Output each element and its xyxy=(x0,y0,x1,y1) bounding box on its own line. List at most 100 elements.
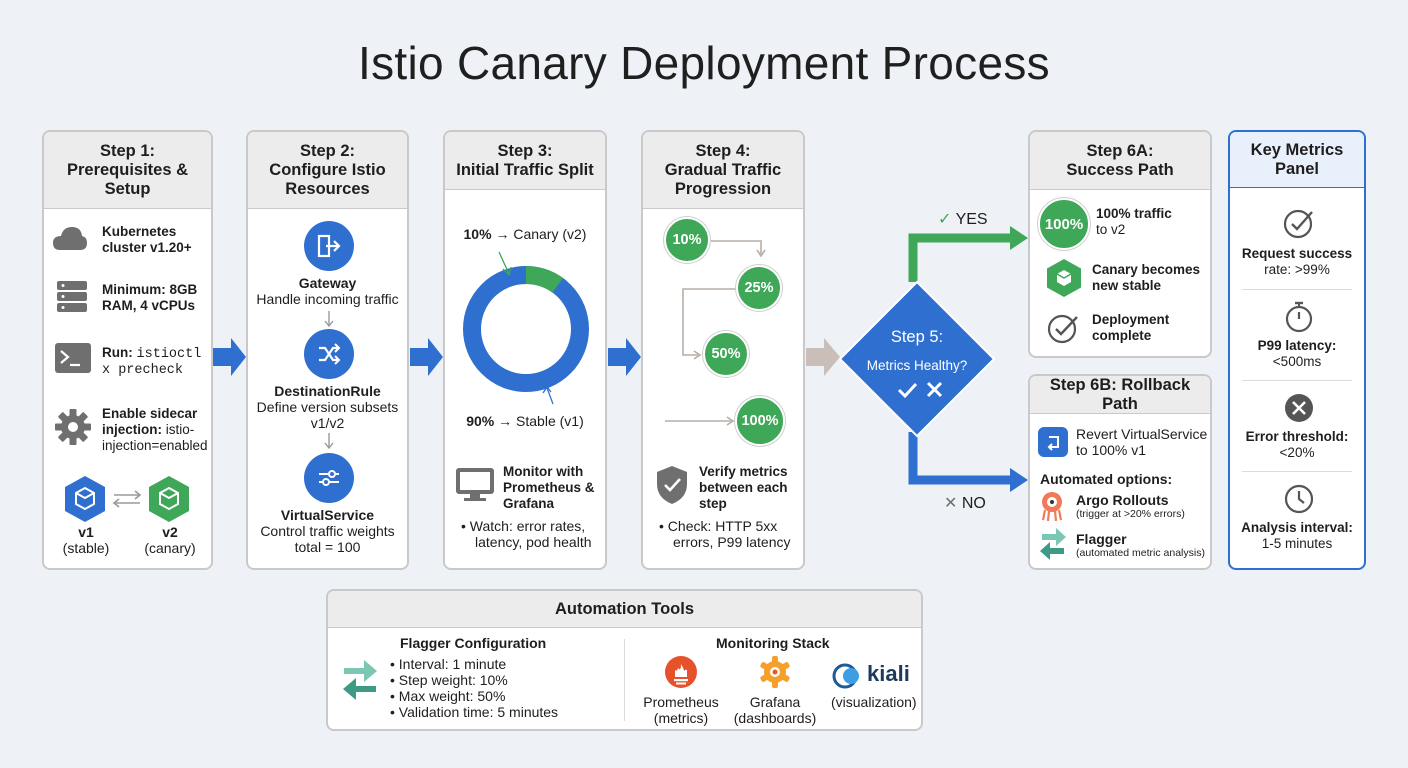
text-line: Kubernetes xyxy=(102,224,177,239)
text-line: complete xyxy=(1092,328,1152,343)
yes-label: ✓ YES xyxy=(938,209,988,229)
monitor-text: Monitor with Prometheus & Grafana xyxy=(503,464,595,512)
arrow-step2-step3 xyxy=(410,338,443,376)
stage-50-badge: 50% xyxy=(703,331,749,377)
swap-arrows-icon xyxy=(112,490,142,508)
text-line: • Check: HTTP 5xx xyxy=(659,518,778,534)
sliders-icon xyxy=(304,453,354,503)
code-text: istio- xyxy=(165,422,195,437)
step3-header: Step 3: Initial Traffic Split xyxy=(445,132,605,190)
x-icon xyxy=(926,381,943,398)
success-item: Deployment complete xyxy=(1092,312,1169,344)
prometheus-label: Prometheus (metrics) xyxy=(636,694,726,726)
step6a-header: Step 6A: Success Path xyxy=(1030,132,1210,190)
destrule-name: DestinationRule xyxy=(274,383,381,399)
step1-header-line: Prerequisites & xyxy=(66,160,189,179)
text-line: to v2 xyxy=(1096,222,1126,237)
step6a-card: Step 6A: Success Path 100% 100% traffic … xyxy=(1028,130,1212,358)
metric-latency: P99 latency: <500ms xyxy=(1230,338,1364,370)
stable-pointer xyxy=(546,387,554,405)
step5-question: Metrics Healthy? xyxy=(866,358,968,373)
gateway-name: Gateway xyxy=(298,275,357,291)
terminal-icon xyxy=(55,343,91,373)
options-title: Automated options: xyxy=(1040,471,1173,487)
text-line: (dashboards) xyxy=(733,710,817,726)
argo-octopus-icon xyxy=(1041,492,1063,522)
text-line: new stable xyxy=(1092,278,1162,293)
gear-icon xyxy=(55,409,91,445)
text-line: • Watch: error rates, xyxy=(461,518,586,534)
stopwatch-icon xyxy=(1285,301,1313,333)
metrics-panel: Key Metrics Panel Request success rate: … xyxy=(1228,130,1366,570)
stable-hex-icon xyxy=(1047,259,1081,297)
code-text: x precheck xyxy=(102,363,184,378)
destinationrule-block: DestinationRule Define version subsets v… xyxy=(248,383,407,431)
success-item: 100% traffic to v2 xyxy=(1096,206,1172,238)
text-line: P99 latency: xyxy=(1257,338,1337,353)
monitoring-stack-title: Monitoring Stack xyxy=(716,635,830,651)
step1-card: Step 1: Prerequisites & Setup Kubernetes… xyxy=(42,130,213,570)
step6b-card: Step 6B: Rollback Path Revert VirtualSer… xyxy=(1028,374,1212,570)
no-text: NO xyxy=(961,495,986,512)
v1-label: v1 (stable) xyxy=(52,524,120,556)
canary-pct: 10% xyxy=(463,226,492,242)
text-line: Prometheus & xyxy=(503,480,595,495)
text-line: Deployment xyxy=(1092,312,1170,327)
shuffle-icon xyxy=(304,329,354,379)
step2-header: Step 2: Configure Istio Resources xyxy=(248,132,407,209)
stable-split-label: 90% → Stable (v1) xyxy=(445,413,605,429)
flagger-name: Flagger xyxy=(1076,531,1127,547)
step1-item-resources: Minimum: 8GB RAM, 4 vCPUs xyxy=(102,282,197,314)
check-text: • Check: HTTP 5xx errors, P99 latency xyxy=(659,518,791,550)
step1-item-cluster: Kubernetes cluster v1.20+ xyxy=(102,224,192,256)
canary-text: → Canary (v2) xyxy=(495,226,587,242)
arrow-step3-step4 xyxy=(608,338,641,376)
yes-path-arrow xyxy=(908,233,1012,282)
text-line: to 100% v1 xyxy=(1076,442,1147,458)
vertical-divider xyxy=(624,639,625,721)
divider xyxy=(1242,380,1352,381)
stage-25-badge: 25% xyxy=(736,265,782,311)
version-hexes xyxy=(65,476,189,522)
monitor-icon xyxy=(456,468,494,501)
text-line: Error threshold: xyxy=(1245,429,1349,444)
stable-segment xyxy=(463,266,589,392)
flagger-arrows-icon xyxy=(1040,528,1066,560)
step1-header-line: Step 1: xyxy=(99,141,155,160)
traffic-split-donut xyxy=(463,251,589,405)
vs-desc: total = 100 xyxy=(294,539,361,555)
grafana-icon xyxy=(760,656,790,688)
grafana-label: Grafana (dashboards) xyxy=(730,694,820,726)
argo-option: Argo Rollouts (trigger at >20% errors) xyxy=(1076,492,1185,520)
prometheus-icon xyxy=(665,656,697,688)
verify-text: Verify metrics between each step xyxy=(699,464,788,512)
yes-text: YES xyxy=(955,211,988,228)
divider xyxy=(1242,289,1352,290)
text-line: Revert VirtualService xyxy=(1076,426,1208,442)
metric-success-rate: Request success rate: >99% xyxy=(1230,246,1364,278)
revert-text: Revert VirtualService to 100% v1 xyxy=(1076,426,1207,458)
step2-header-line: Configure Istio xyxy=(269,160,386,179)
text-line: <20% xyxy=(1279,445,1315,460)
step4-card: Step 4: Gradual Traffic Progression 10% … xyxy=(641,130,805,570)
check-icon xyxy=(897,382,918,399)
text-line: Verify metrics xyxy=(699,464,788,479)
success-item: Canary becomes new stable xyxy=(1092,262,1200,294)
text-line: Monitor with xyxy=(503,464,584,479)
gateway-block: Gateway Handle incoming traffic xyxy=(248,275,407,307)
page-title: Istio Canary Deployment Process xyxy=(358,37,1050,89)
text-line: injection: xyxy=(102,422,162,437)
shield-check-icon xyxy=(657,466,687,504)
x-icon: ✕ xyxy=(944,495,958,512)
vs-desc: Control traffic weights xyxy=(260,523,395,539)
vs-name: VirtualService xyxy=(280,507,375,523)
text-line: between each xyxy=(699,480,788,495)
gateway-desc: Handle incoming traffic xyxy=(256,291,399,307)
step6a-header-line: Step 6A: xyxy=(1086,141,1154,160)
step4-header-line: Gradual Traffic xyxy=(664,160,782,179)
canary-split-label: 10% → Canary (v2) xyxy=(445,226,605,242)
automation-tools-card: Automation Tools Flagger Configuration I… xyxy=(326,589,923,731)
text-line: step xyxy=(699,496,727,511)
kiali-icon xyxy=(832,663,859,689)
check-circle-icon xyxy=(1047,314,1078,344)
